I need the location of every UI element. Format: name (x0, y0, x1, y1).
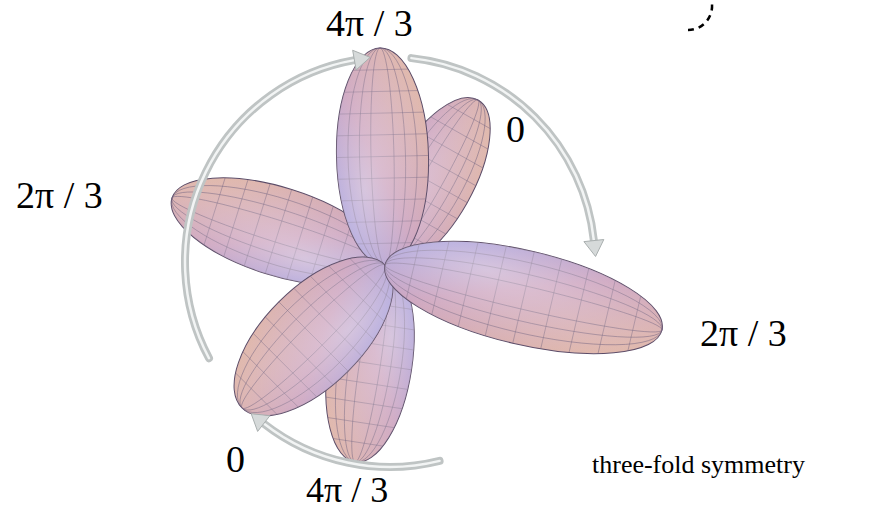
arrow-arc (185, 60, 354, 358)
arrow-arc (411, 58, 593, 240)
arrow-head (353, 50, 370, 70)
lobe-body (374, 219, 672, 376)
arrow-head (251, 414, 270, 432)
angle-label: 4π / 3 (306, 472, 388, 508)
orbital-lobe (374, 219, 672, 376)
caption-note: three-fold symmetry (592, 452, 805, 478)
arrow-head (584, 240, 604, 257)
lobe-body (334, 47, 431, 266)
arrow-arc-highlight (185, 60, 354, 358)
arrow-arc-highlight (264, 424, 440, 467)
orbital-lobes (159, 47, 673, 468)
dashed-circle (688, 4, 712, 30)
angle-label: 0 (506, 110, 525, 148)
angle-label: 0 (226, 440, 245, 478)
arrow-arc-highlight (411, 58, 593, 240)
angle-label: 2π / 3 (700, 314, 787, 352)
angle-label: 4π / 3 (326, 4, 413, 42)
angle-label: 2π / 3 (16, 176, 103, 214)
rotation-arrows (185, 50, 604, 467)
lobe-shine (374, 219, 672, 376)
orbital-lobe (334, 47, 431, 266)
arrow-arc (264, 424, 440, 467)
lobe-shine (334, 47, 431, 266)
